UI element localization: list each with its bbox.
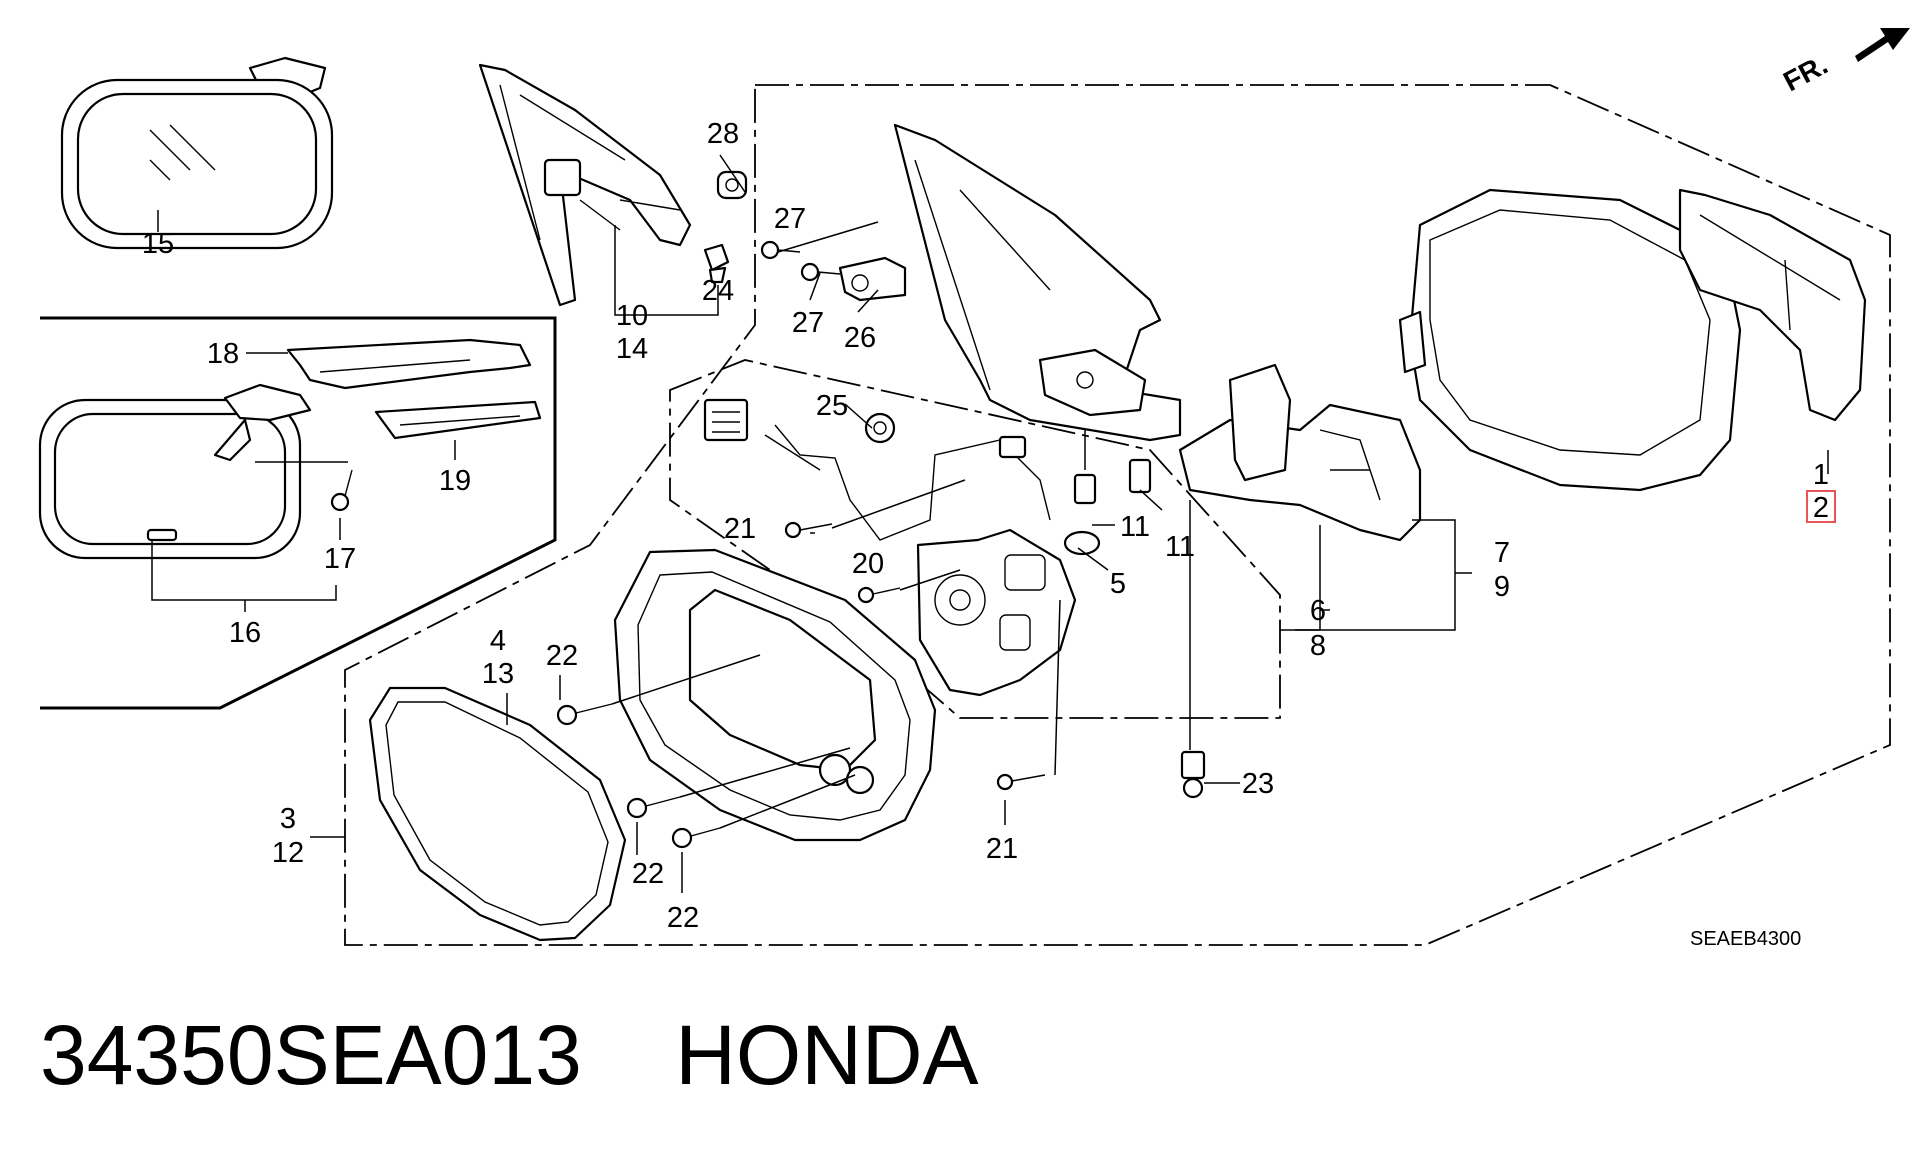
callout-25: 25 [816, 390, 848, 422]
mirror-garnish-part-10-14 [478, 63, 692, 307]
highlight-box [1806, 490, 1836, 523]
callout-15: 15 [142, 228, 174, 260]
callout-22a: 22 [546, 640, 578, 672]
callout-28: 28 [707, 118, 739, 150]
callout-11b: 11 [1165, 531, 1195, 563]
screw-part-17 [330, 469, 353, 512]
outer-mirror-assembly-boundary [344, 84, 1891, 946]
auto-dimming-mirror-part-16 [38, 383, 312, 560]
mirror-cover-part-19 [374, 400, 542, 440]
callout-7: 7 [1494, 537, 1510, 569]
callout-26: 26 [844, 322, 876, 354]
inner-actuator-boundary [669, 359, 1281, 719]
front-direction-indicator: FR. [1778, 28, 1910, 97]
rearview-mirror-part-15 [60, 56, 334, 250]
mirror-motor-part [916, 528, 1077, 697]
callout-6: 6 [1310, 595, 1326, 627]
callout-27b: 27 [792, 307, 824, 339]
diagram-code: SEAEB4300 [1690, 928, 1801, 950]
callout-14: 14 [616, 333, 648, 365]
screw-part-21 [784, 521, 833, 539]
callout-20: 20 [852, 548, 884, 580]
screw-part-23 [1180, 750, 1206, 799]
callout-1: 1 [1813, 459, 1829, 491]
callout-10: 10 [616, 300, 648, 332]
inset-box [40, 316, 557, 710]
mirror-holder-part-4-13 [613, 548, 937, 842]
mirror-base-part [893, 123, 1182, 442]
brand-name: HONDA [675, 1008, 979, 1102]
wire-harness-part [703, 398, 1051, 541]
callout-27a: 27 [774, 203, 806, 235]
callout-12: 12 [272, 837, 304, 869]
callout-4: 4 [490, 625, 506, 657]
callout-9: 9 [1494, 571, 1510, 603]
front-direction-label: FR. [1778, 49, 1832, 98]
callout-2: 2 [1813, 492, 1829, 524]
front-arrow-icon [1855, 28, 1910, 62]
mirror-glass-part-3-12 [368, 686, 627, 942]
callout-22b: 22 [632, 858, 664, 890]
grommet-part-28 [716, 170, 748, 200]
callout-11a: 11 [1120, 511, 1150, 543]
callout-18: 18 [207, 338, 239, 370]
callout-5: 5 [1110, 568, 1126, 600]
screw-part-27 [760, 240, 841, 282]
callout-21b: 21 [986, 833, 1018, 865]
screw-part-20 [857, 586, 901, 604]
mirror-cover-part-18 [286, 338, 532, 390]
caption: 34350SEA013 HONDA [40, 1005, 979, 1105]
callout-numbers: 1 2 3 4 5 6 7 8 9 10 11 11 12 13 14 15 1… [142, 118, 1829, 934]
callout-23: 23 [1242, 768, 1274, 800]
o-ring-part-5 [1063, 530, 1101, 556]
bracket-part-26 [838, 256, 907, 302]
callout-17: 17 [324, 543, 356, 575]
power-actuator-part-6-8 [1178, 363, 1422, 542]
callout-3: 3 [280, 803, 296, 835]
callout-19: 19 [439, 465, 471, 497]
callout-21a: 21 [724, 513, 756, 545]
callout-22c: 22 [667, 902, 699, 934]
leader-lines [151, 154, 1829, 893]
callout-24: 24 [702, 275, 734, 307]
screw-part-21-lower [996, 773, 1046, 791]
clip-part-24 [703, 243, 730, 284]
part-number: 34350SEA013 [40, 1008, 582, 1102]
bolt-part-11 [1073, 458, 1152, 505]
mirror-housing-part-1-2 [1398, 188, 1742, 492]
side-turn-signal-part [1678, 188, 1867, 422]
callout-13: 13 [482, 658, 514, 690]
callout-16: 16 [229, 617, 261, 649]
screw-part-22 [556, 703, 721, 849]
callout-8: 8 [1310, 630, 1326, 662]
